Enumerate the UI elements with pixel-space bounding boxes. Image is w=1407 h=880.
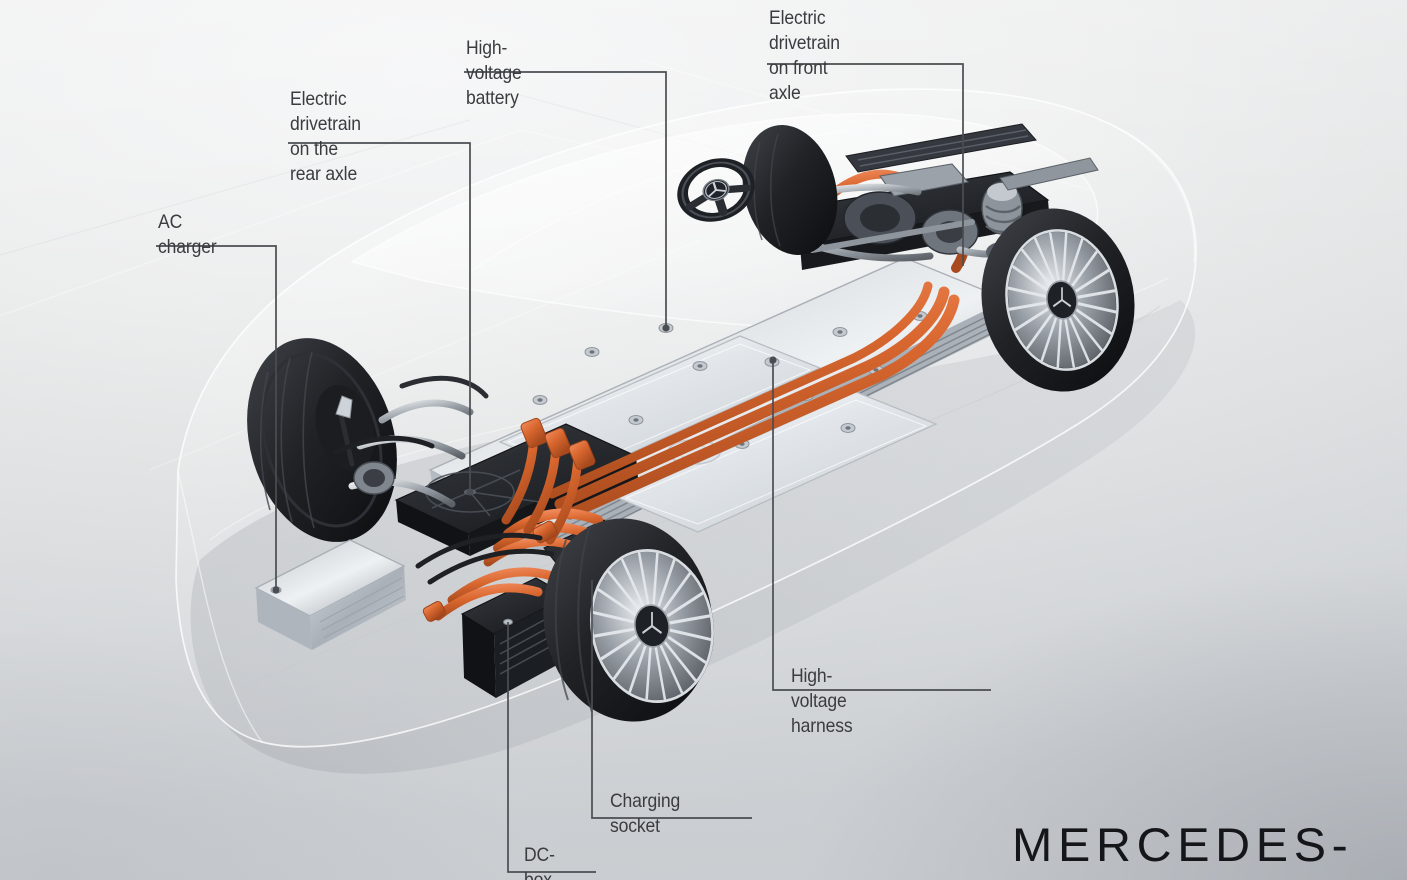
steering-wheel <box>677 158 755 222</box>
label-charging-socket: Charging socket <box>610 790 681 837</box>
label-high-voltage-harness: High-voltage harness <box>791 665 853 737</box>
mercedes-wordmark: MERCEDES- <box>1012 818 1354 871</box>
wheel-front-right <box>981 208 1135 392</box>
ac-charger-unit <box>254 539 406 650</box>
label-dc-box: DC-box <box>524 844 555 880</box>
label-ac-charger: AC charger <box>158 211 217 258</box>
label-electric-drivetrain-rear-axle: Electric drivetrain on the rear axle <box>290 88 361 185</box>
mercedes-star-icon <box>708 182 726 197</box>
label-high-voltage-battery: High-voltage battery <box>466 37 522 109</box>
label-electric-drivetrain-front-axle: Electric drivetrain on front axle <box>769 7 840 104</box>
mercedes-star-icon-wheel-front <box>1052 287 1072 308</box>
front-crash-structure <box>999 157 1099 191</box>
